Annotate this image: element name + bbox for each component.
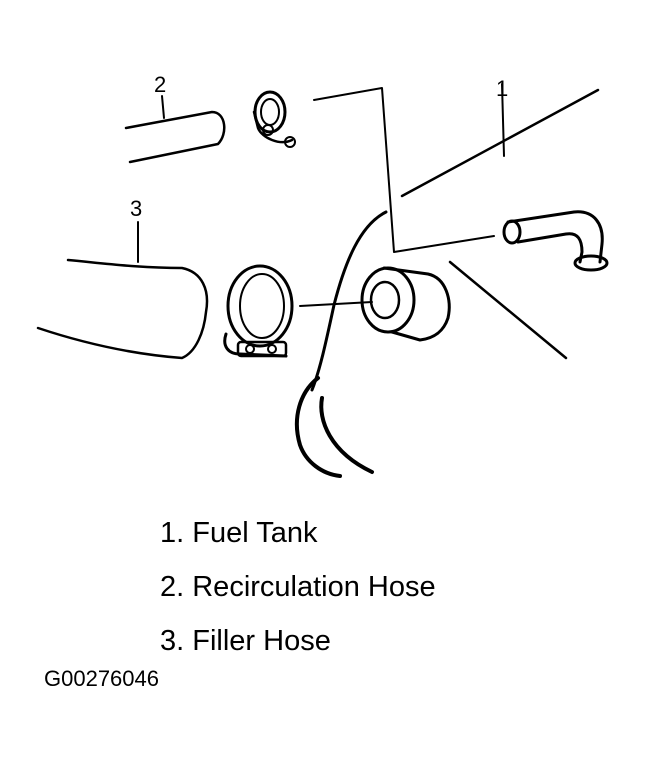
callout-2: 2	[154, 72, 166, 97]
callout-1: 1	[496, 76, 508, 101]
recirculation-pipe	[502, 210, 609, 272]
callout-3: 3	[130, 196, 142, 221]
recirculation-hose	[124, 110, 226, 164]
parts-legend: 1. Fuel Tank 2. Recirculation Hose 3. Fi…	[160, 506, 436, 668]
leader-lines	[137, 83, 505, 307]
legend-item-fuel-tank: 1. Fuel Tank	[160, 517, 318, 549]
figure-id: G00276046	[44, 666, 159, 691]
fuel-tank	[294, 88, 609, 478]
filler-neck	[360, 266, 451, 342]
legend-item-filler-hose: 3. Filler Hose	[160, 625, 331, 657]
legend-item-recirculation-hose: 2. Recirculation Hose	[160, 571, 436, 603]
recirculation-hose-clamp	[252, 90, 296, 148]
fuel-system-diagram: 1 2 3	[36, 72, 609, 478]
filler-hose-clamp	[223, 264, 294, 358]
filler-hose	[36, 258, 209, 360]
